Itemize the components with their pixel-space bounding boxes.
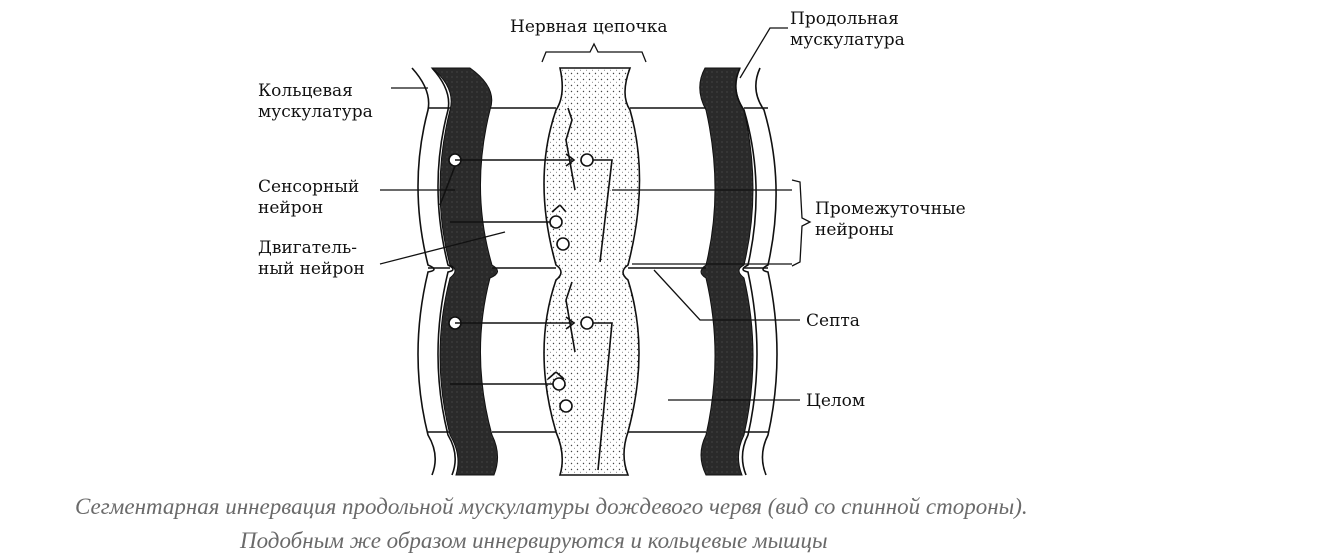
nerve-chain [543,67,641,476]
neurons-segment-1 [439,107,613,263]
label-motor-line1: Двигатель- [258,238,357,258]
neurons-segment-2 [448,281,613,471]
label-sensory-line1: Сенсорный [258,177,359,197]
left-circular-muscle [411,67,456,476]
label-nerve-chain: Нервная цепочка [510,17,668,37]
label-motor-line2: ный нейрон [258,259,365,279]
right-circular-muscle [735,67,778,476]
diagram-labels: Нервная цепочка Продольная мускулатура К… [258,9,966,411]
label-longitudinal-line2: мускулатура [790,30,905,50]
label-interneurons-line1: Промежуточные [815,199,966,219]
label-septum: Септа [806,311,860,331]
label-sensory-line2: нейрон [258,198,323,218]
label-longitudinal-line1: Продольная [790,9,899,29]
label-interneurons-line2: нейроны [815,220,894,240]
septa [428,107,768,433]
label-coelom: Целом [806,391,865,411]
pointer-lines [379,27,812,401]
label-circular-line2: мускулатура [258,102,373,122]
left-longitudinal-muscle [430,67,498,476]
caption-line-1: Сегментарная иннервация продольной муску… [75,494,1028,519]
right-longitudinal-muscle [699,67,754,476]
caption-line-2: Подобным же образом иннервируются и коль… [240,528,828,553]
label-circular-line1: Кольцевая [258,81,353,101]
